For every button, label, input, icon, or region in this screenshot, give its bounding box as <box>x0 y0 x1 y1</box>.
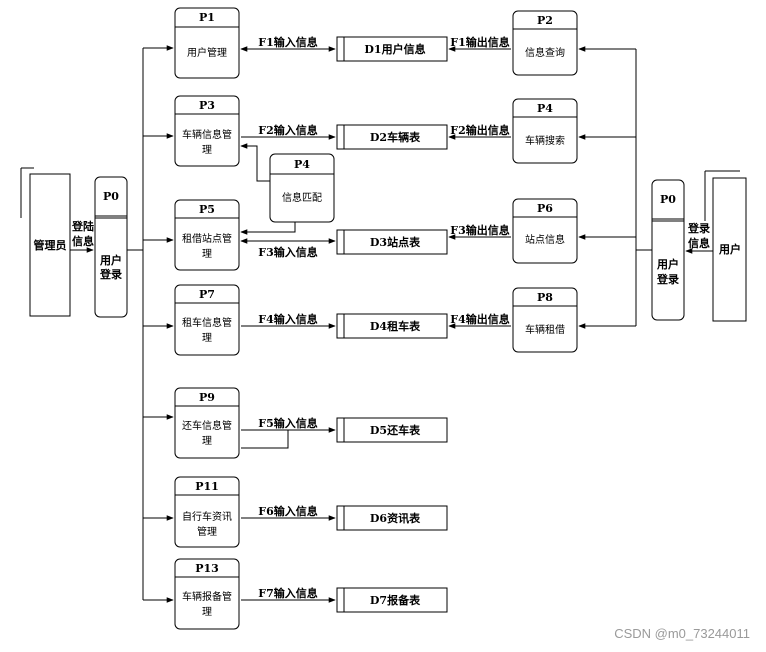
p7-name-2: 理 <box>202 332 212 344</box>
store-d3: D3站点表 <box>336 229 448 255</box>
entity-admin: 管理员 <box>20 167 71 317</box>
process-p11: P11 自行车资讯 管理 <box>174 476 240 548</box>
store-d2: D2车辆表 <box>336 124 448 150</box>
flow-f1-in: F1输入信息 <box>258 35 317 49</box>
p2-name: 信息查询 <box>525 46 565 59</box>
p1-name: 用户管理 <box>187 46 227 59</box>
store-d5: D5还车表 <box>336 417 448 443</box>
p11-name-1: 自行车资讯 <box>182 510 232 523</box>
store-d1: D1用户信息 <box>336 36 448 62</box>
d5-label: D5还车表 <box>370 423 421 437</box>
flow-f7-in: F7输入信息 <box>258 586 317 600</box>
flow-f5-in: F5输入信息 <box>258 416 317 430</box>
p1-id: P1 <box>199 11 215 24</box>
p6-id: P6 <box>537 202 553 215</box>
process-login-left: P0 用户 登录 <box>94 176 128 318</box>
p3-name-2: 理 <box>202 144 212 156</box>
p6-name: 站点信息 <box>525 233 565 246</box>
left-login-flow-label-1: 登陆 <box>71 219 94 233</box>
p4-match-name: 信息匹配 <box>282 191 322 204</box>
p3-id: P3 <box>199 99 215 112</box>
p11-id: P11 <box>195 480 219 493</box>
d1-label: D1用户信息 <box>364 42 425 56</box>
entity-user: 用户 <box>704 170 747 322</box>
process-p8: P8 车辆租借 <box>512 287 578 353</box>
flow-f1-out: F1输出信息 <box>450 35 509 49</box>
flow-f2-in: F2输入信息 <box>258 123 317 137</box>
p5-name-2: 理 <box>202 248 212 260</box>
p5-name-1: 租借站点管 <box>182 232 232 245</box>
right-login-flow-label-1: 登录 <box>687 221 710 235</box>
store-d7: D7报备表 <box>336 587 448 613</box>
admin-label: 管理员 <box>34 238 67 252</box>
p5-id: P5 <box>199 203 215 216</box>
login-right-id: P0 <box>660 193 676 206</box>
store-d4: D4租车表 <box>336 313 448 339</box>
login-left-id: P0 <box>103 190 119 203</box>
process-p5: P5 租借站点管 理 <box>174 199 240 271</box>
login-right-line1: 用户 <box>657 257 679 271</box>
process-p2: P2 信息查询 <box>512 10 578 76</box>
process-p3: P3 车辆信息管 理 <box>174 95 240 167</box>
d6-label: D6资讯表 <box>370 511 421 525</box>
flow-f6-in: F6输入信息 <box>258 504 317 518</box>
process-p9: P9 还车信息管 理 <box>174 387 240 459</box>
process-p4-match: P4 信息匹配 <box>269 153 335 223</box>
p9-id: P9 <box>199 391 215 404</box>
d3-label: D3站点表 <box>370 235 421 249</box>
process-login-right: P0 用户 登录 <box>651 179 685 321</box>
p4-search-id: P4 <box>537 102 553 115</box>
p13-id: P13 <box>195 562 219 575</box>
p7-name-1: 租车信息管 <box>182 316 232 329</box>
store-d6: D6资讯表 <box>336 505 448 531</box>
flow-f3-out: F3输出信息 <box>450 223 509 237</box>
left-login-flow-label-2: 信息 <box>72 234 94 248</box>
process-p1: P1 用户管理 <box>174 7 240 79</box>
login-right-line2: 登录 <box>656 272 679 286</box>
p9-name-1: 还车信息管 <box>182 419 232 432</box>
p8-id: P8 <box>537 291 553 304</box>
process-p6: P6 站点信息 <box>512 198 578 264</box>
p4-search-name: 车辆搜索 <box>525 134 565 147</box>
p4-match-id: P4 <box>294 158 310 171</box>
p11-name-2: 管理 <box>197 525 217 538</box>
d4-label: D4租车表 <box>370 319 421 333</box>
d2-label: D2车辆表 <box>370 130 421 144</box>
p13-name-1: 车辆报备管 <box>182 590 232 603</box>
p2-id: P2 <box>537 14 553 27</box>
right-login-flow-label-2: 信息 <box>688 236 710 250</box>
user-label: 用户 <box>719 242 741 256</box>
process-p13: P13 车辆报备管 理 <box>174 558 240 630</box>
process-p7: P7 租车信息管 理 <box>174 284 240 356</box>
p13-name-2: 理 <box>202 606 212 618</box>
p7-id: P7 <box>199 288 215 301</box>
watermark: CSDN @m0_73244011 <box>614 626 750 641</box>
flow-f4-out: F4输出信息 <box>450 312 509 326</box>
login-left-line1: 用户 <box>100 253 122 267</box>
p3-name-1: 车辆信息管 <box>182 128 232 141</box>
d7-label: D7报备表 <box>370 593 421 607</box>
flow-f3-in: F3输入信息 <box>258 245 317 259</box>
flow-f2-out: F2输出信息 <box>450 123 509 137</box>
p9-name-2: 理 <box>202 435 212 447</box>
flow-f4-in: F4输入信息 <box>258 312 317 326</box>
process-p4-search: P4 车辆搜索 <box>512 98 578 164</box>
login-left-line2: 登录 <box>99 267 122 281</box>
p8-name: 车辆租借 <box>525 323 565 336</box>
